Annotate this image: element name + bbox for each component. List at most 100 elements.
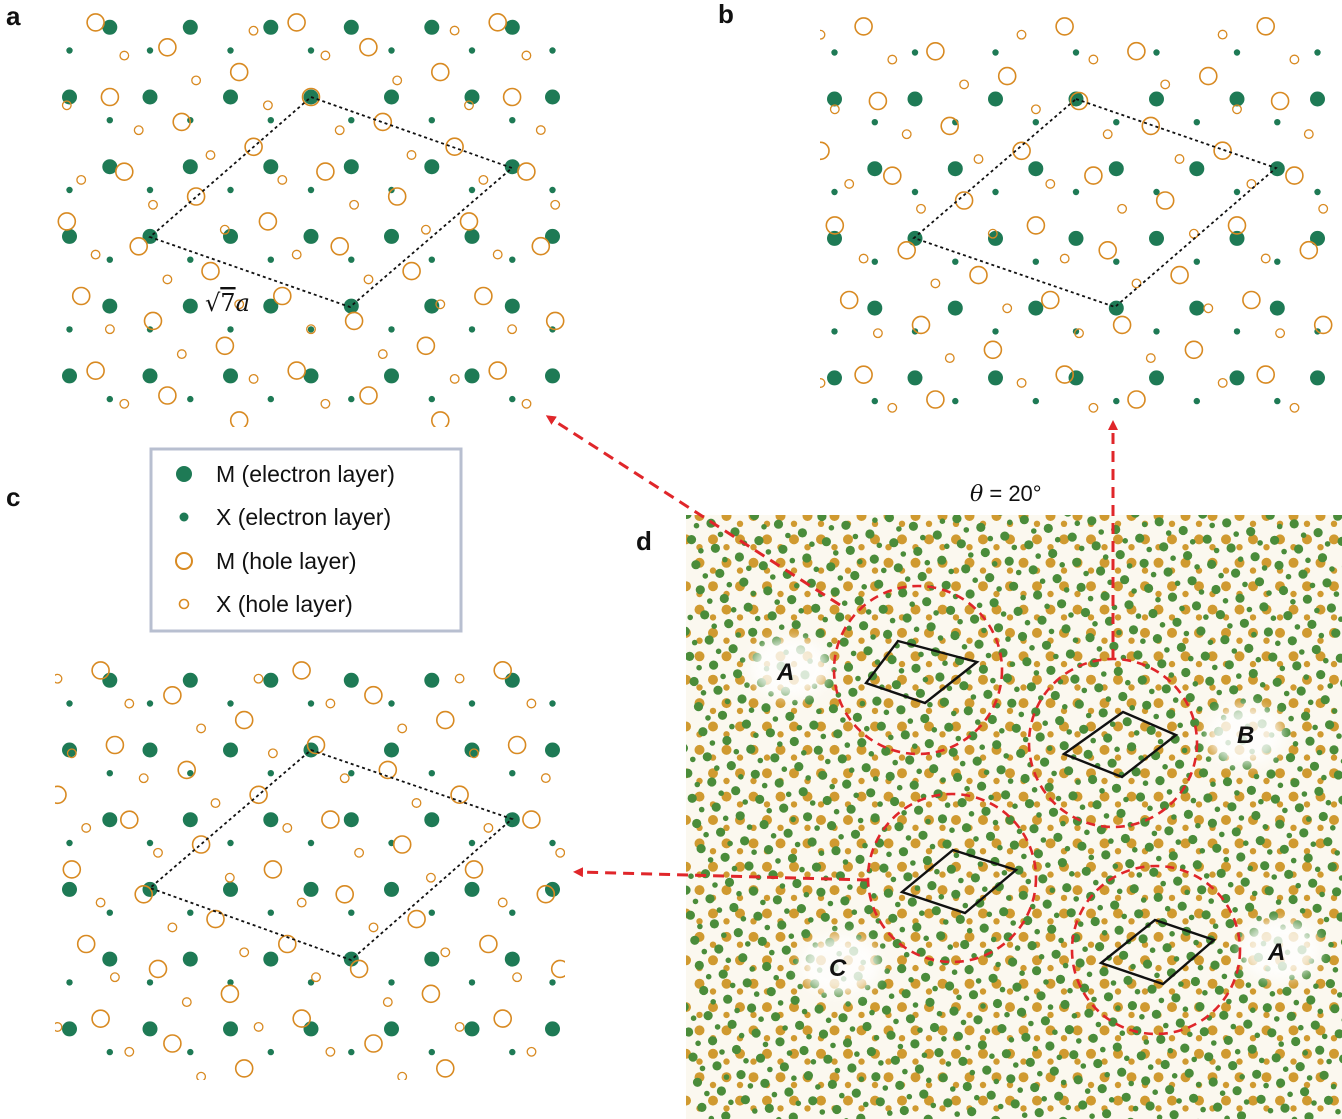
hole-m-dot	[721, 1025, 732, 1036]
electron-m-dot	[1000, 531, 1010, 541]
x-hole-atom	[454, 1021, 465, 1032]
electron-x-dot	[1053, 653, 1059, 660]
electron-m-dot	[1251, 810, 1261, 821]
electron-m-dot	[929, 764, 939, 774]
electron-x-dot	[1051, 770, 1057, 777]
hole-x-dot	[858, 590, 865, 598]
x-electron-atom	[227, 979, 234, 986]
hole-m-dot	[1180, 791, 1191, 802]
electron-m-dot	[1227, 802, 1237, 812]
electron-m-dot	[1098, 708, 1108, 718]
hole-x-dot	[1276, 614, 1284, 621]
electron-x-dot	[934, 868, 940, 875]
hole-m-dot	[1261, 1072, 1272, 1083]
electron-m-dot	[1282, 986, 1292, 996]
electron-m-dot	[1081, 866, 1091, 876]
hole-x-dot	[871, 614, 879, 621]
electron-m-dot	[716, 827, 726, 837]
hole-x-dot	[1276, 988, 1284, 995]
hole-m-dot	[708, 1095, 718, 1106]
electron-m-dot	[1025, 1057, 1035, 1067]
m-hole-atom	[172, 112, 191, 132]
electron-x-dot	[935, 752, 942, 758]
electron-x-dot	[699, 1065, 706, 1072]
electron-m-dot	[804, 695, 815, 705]
hole-x-dot	[1047, 731, 1054, 738]
hole-m-dot	[964, 978, 975, 989]
electron-m-dot	[866, 1047, 877, 1057]
m-electron-atom	[102, 951, 118, 967]
electron-m-dot	[803, 1071, 814, 1081]
electron-m-dot	[926, 622, 936, 632]
x-hole-atom	[320, 398, 331, 409]
electron-m-dot	[686, 768, 693, 778]
hole-x-dot	[871, 567, 879, 574]
hole-m-dot	[883, 557, 894, 568]
electron-x-dot	[703, 831, 709, 838]
x-electron-atom	[146, 186, 154, 194]
m-hole-atom	[839, 290, 859, 310]
electron-m-dot	[992, 740, 1002, 750]
m-electron-atom	[182, 159, 198, 175]
electron-m-dot	[1169, 1110, 1179, 1119]
electron-x-dot	[1047, 1004, 1054, 1010]
electron-x-dot	[1152, 1089, 1158, 1095]
electron-x-dot	[923, 935, 929, 942]
hole-x-dot	[858, 871, 865, 878]
hole-m-dot	[748, 1072, 759, 1083]
electron-m-dot	[1331, 628, 1341, 638]
hole-x-dot	[898, 1035, 906, 1042]
electron-m-dot	[1142, 700, 1152, 710]
electron-x-dot	[1164, 905, 1171, 912]
hole-m-dot	[789, 721, 799, 732]
electron-m-dot	[929, 1022, 940, 1033]
electron-m-dot	[1166, 709, 1176, 719]
electron-x-dot	[738, 1032, 745, 1039]
hole-x-dot	[1047, 1011, 1054, 1019]
electron-m-dot	[1198, 768, 1209, 778]
hole-m-dot	[964, 698, 975, 709]
hole-x-dot	[1182, 1105, 1189, 1112]
x-electron-atom	[468, 979, 476, 986]
x-hole-atom	[526, 698, 537, 709]
x-electron-atom	[549, 186, 556, 194]
hole-x-dot	[790, 801, 798, 808]
hole-m-dot	[1315, 515, 1326, 521]
hole-x-dot	[763, 894, 771, 902]
electron-m-dot	[898, 847, 909, 857]
hole-x-dot	[1033, 754, 1041, 761]
electron-m-dot	[1048, 548, 1058, 559]
hole-m-dot	[897, 721, 907, 732]
electron-m-dot	[979, 923, 989, 933]
electron-x-dot	[1009, 661, 1016, 667]
electron-x-dot	[744, 682, 750, 688]
hole-x-dot	[804, 731, 811, 738]
electron-x-dot	[1151, 830, 1158, 837]
electron-m-dot	[1220, 635, 1230, 645]
hole-x-dot	[790, 848, 798, 855]
m-hole-atom	[488, 361, 508, 380]
hole-x-dot	[1168, 988, 1176, 995]
hole-x-dot	[831, 1058, 838, 1065]
electron-x-dot	[1098, 529, 1104, 535]
electron-x-dot	[1072, 637, 1079, 643]
x-electron-atom	[388, 326, 395, 333]
electron-m-dot	[855, 854, 865, 865]
electron-x-dot	[922, 676, 929, 683]
m-electron-atom	[907, 370, 923, 386]
electron-m-dot	[796, 904, 807, 914]
hole-x-dot	[1317, 964, 1324, 972]
electron-x-dot	[1170, 555, 1176, 561]
electron-m-dot	[1213, 1102, 1223, 1112]
moire-cell-b	[1061, 710, 1179, 779]
m-electron-atom	[464, 881, 480, 897]
hole-m-dot	[735, 908, 745, 919]
electron-x-dot	[1033, 670, 1040, 676]
m-electron-atom	[867, 300, 883, 316]
m-electron-atom	[142, 742, 158, 758]
electron-x-dot	[781, 766, 788, 772]
hole-x-dot	[858, 918, 865, 925]
electron-m-dot	[960, 939, 970, 950]
electron-m-dot	[1259, 602, 1269, 612]
electron-m-dot	[1118, 691, 1128, 702]
